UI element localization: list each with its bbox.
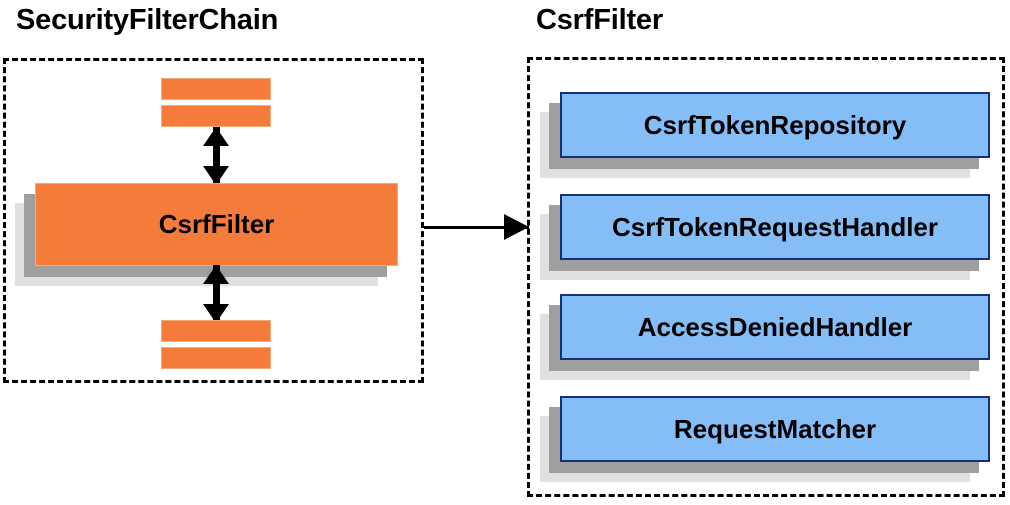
arrow-shaft [424,225,529,229]
arrow-head-right-icon [504,214,529,240]
card-csrf-filter-chain[interactable]: CsrfFilter [15,183,398,286]
card-label: CsrfFilter [35,183,398,266]
panel-security-filter-chain [3,58,424,383]
card-label: CsrfTokenRequestHandler [560,194,990,260]
card-label: RequestMatcher [560,396,990,462]
page-title-csrf-filter: CsrfFilter [536,4,663,36]
filter-bar-below-2 [161,347,271,369]
filter-bar-above-1 [161,78,271,100]
double-arrow-above [201,127,231,185]
filter-bar-above-2 [161,105,271,127]
card-access-denied-handler[interactable]: AccessDeniedHandler [540,294,990,380]
card-request-matcher[interactable]: RequestMatcher [540,396,990,482]
arrow-shaft [212,265,220,323]
connector-arrow-chain-to-detail [424,214,529,240]
double-arrow-below [201,265,231,323]
arrow-head-up-icon [203,265,229,284]
card-label: CsrfTokenRepository [560,92,990,158]
page-title-security-filter-chain: SecurityFilterChain [16,4,279,36]
arrow-head-down-icon [203,166,229,185]
arrow-head-up-icon [203,127,229,146]
arrow-head-down-icon [203,304,229,323]
card-csrf-token-repository[interactable]: CsrfTokenRepository [540,92,990,178]
filter-bar-below-1 [161,320,271,342]
arrow-shaft [212,127,220,185]
card-csrf-token-request-handler[interactable]: CsrfTokenRequestHandler [540,194,990,280]
card-label: AccessDeniedHandler [560,294,990,360]
panel-csrf-filter [527,57,1005,497]
